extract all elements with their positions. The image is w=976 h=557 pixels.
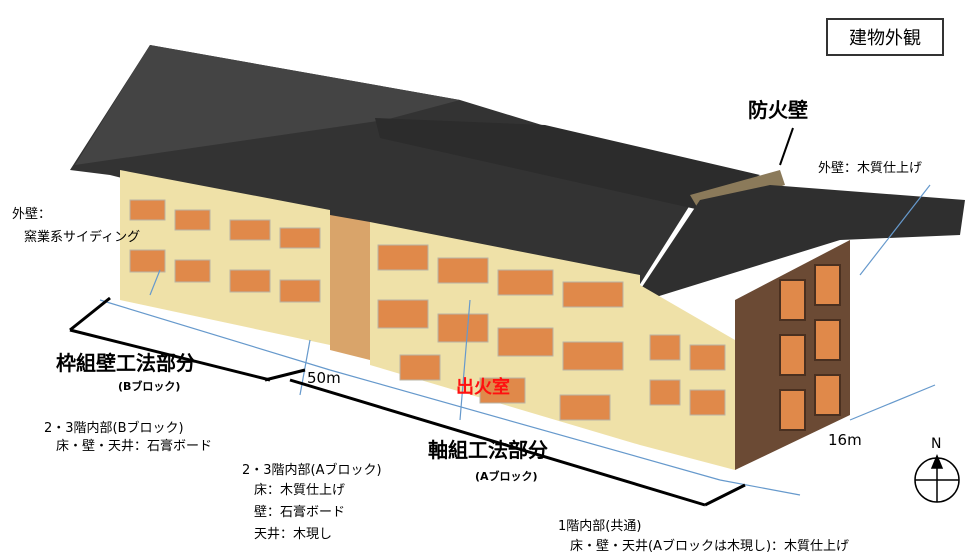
middle-roof [375,118,760,210]
main-roof-ridge-shade [75,45,460,165]
floors-23-b-line1: 2・3階内部(Bブロック) [44,421,184,436]
firewall-label: 防火壁 [748,98,808,122]
windows-b-block [129,199,321,303]
axial-part-label: 軸組工法部分 [428,438,548,462]
floor-1-line1: 1階内部(共通) [558,519,642,534]
axial-block-label: (Aブロック) [475,470,538,483]
dimension-length-label: 50m [307,369,341,387]
floors-23-b-line2: 床・壁・天井：石膏ボード [56,439,213,454]
facade-right-end [640,285,735,470]
dimension-arrows [69,296,746,507]
windows-wood-side [779,264,841,431]
title-text: 建物外観 [849,28,921,49]
stair-core [330,215,370,360]
north-compass-icon [914,454,960,503]
fire-room-label: 出火室 [456,377,510,398]
right-roof [630,185,965,305]
exterior-wall-right-label: 外壁：木質仕上げ [818,161,923,176]
facade-b-block [120,170,330,345]
exterior-wall-left-line1: 外壁： [12,207,52,222]
frame-wall-block-label: (Bブロック) [118,380,181,393]
floor-1-line2: 床・壁・天井(Aブロックは木現し)：木質仕上げ [570,539,850,554]
title-box: 建物外観 [826,18,944,56]
windows-a-block [377,244,726,421]
exterior-wall-left-line2: 窯業系サイディング [24,230,141,245]
guide-lines [99,184,936,496]
north-label: N [931,436,942,452]
floors-23-a-line3: 壁：石膏ボード [254,505,346,520]
floors-23-a-line2: 床：木質仕上げ [254,483,346,498]
floors-23-a-line4: 天井：木現し [254,527,333,542]
floors-23-a-line1: 2・3階内部(Aブロック) [242,463,382,478]
firewall-pointer [779,127,794,166]
dimension-width-label: 16m [828,431,862,449]
frame-wall-part-label: 枠組壁工法部分 [56,351,196,375]
